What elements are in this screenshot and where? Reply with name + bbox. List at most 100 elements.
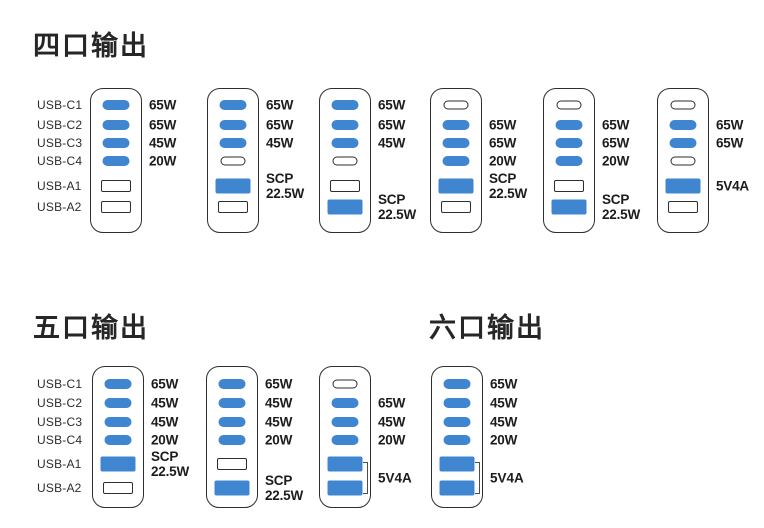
usb-a-port	[554, 180, 584, 192]
port-row-label: USB-C4	[37, 433, 83, 447]
port-wattage-label: 45W	[490, 395, 518, 411]
port-wattage-label: 65W	[378, 97, 406, 113]
port-wattage-label: 20W	[151, 432, 179, 448]
usb-a-port	[438, 178, 474, 194]
usb-c-port	[670, 100, 696, 110]
port-wattage-label: 65W	[489, 117, 517, 133]
usb-a-port	[101, 180, 131, 192]
port-wattage-label: 65W	[266, 117, 294, 133]
port-wattage-label: 45W	[265, 395, 293, 411]
section-title-five-port: 五口输出	[33, 313, 149, 343]
port-group-label: 5V4A	[378, 470, 412, 486]
section-title-four-port: 四口输出	[33, 31, 149, 61]
port-wattage-label: 65W	[151, 376, 179, 392]
usb-a-port	[439, 456, 475, 472]
usb-c-port	[220, 156, 246, 166]
port-wattage-label: SCP 22.5W	[266, 171, 305, 201]
port-wattage-label: 20W	[149, 153, 177, 169]
port-wattage-label: 45W	[151, 414, 179, 430]
port-wattage-label: 20W	[378, 432, 406, 448]
port-wattage-label: 45W	[265, 414, 293, 430]
port-wattage-label: SCP 22.5W	[378, 192, 417, 222]
port-group-bracket	[363, 462, 368, 494]
port-row-label: USB-A1	[37, 457, 82, 471]
usb-c-port	[443, 379, 471, 389]
usb-c-port	[442, 156, 470, 166]
port-wattage-label: 5V4A	[716, 178, 749, 194]
usb-c-port	[331, 417, 359, 427]
port-group-label: 5V4A	[490, 470, 524, 486]
usb-c-port	[555, 120, 583, 130]
usb-c-port	[104, 417, 132, 427]
usb-a-port	[215, 178, 251, 194]
port-wattage-label: 65W	[149, 117, 177, 133]
usb-c-port	[219, 138, 247, 148]
usb-a-port	[100, 456, 136, 472]
usb-a-port	[327, 480, 363, 496]
usb-a-port	[214, 480, 250, 496]
usb-c-port	[331, 120, 359, 130]
usb-a-port	[551, 199, 587, 215]
port-row-label: USB-C1	[37, 377, 83, 391]
usb-a-port	[441, 201, 471, 213]
usb-c-port	[218, 417, 246, 427]
port-wattage-label: 65W	[149, 97, 177, 113]
port-wattage-label: 65W	[602, 117, 630, 133]
port-wattage-label: 45W	[378, 135, 406, 151]
port-row-label: USB-C4	[37, 154, 83, 168]
port-wattage-label: 65W	[265, 376, 293, 392]
usb-c-port	[443, 417, 471, 427]
usb-c-port	[332, 156, 358, 166]
port-wattage-label: 20W	[265, 432, 293, 448]
usb-c-port	[331, 435, 359, 445]
port-wattage-label: 65W	[378, 117, 406, 133]
usb-c-port	[219, 120, 247, 130]
port-wattage-label: 65W	[378, 395, 406, 411]
port-row-label: USB-C1	[37, 98, 83, 112]
usb-c-port	[218, 435, 246, 445]
port-wattage-label: SCP 22.5W	[602, 192, 641, 222]
port-wattage-label: 45W	[378, 414, 406, 430]
usb-c-port	[102, 120, 130, 130]
port-row-label: USB-A1	[37, 179, 82, 193]
usb-c-port	[102, 100, 130, 110]
usb-c-port	[104, 398, 132, 408]
usb-a-port	[103, 482, 133, 494]
usb-c-port	[331, 138, 359, 148]
usb-a-port	[665, 178, 701, 194]
usb-c-port	[669, 120, 697, 130]
usb-c-port	[332, 379, 358, 389]
port-wattage-label: SCP 22.5W	[489, 171, 528, 201]
port-wattage-label: 65W	[266, 97, 294, 113]
port-wattage-label: 45W	[490, 414, 518, 430]
usb-c-port	[331, 398, 359, 408]
port-wattage-label: 65W	[602, 135, 630, 151]
usb-c-port	[669, 138, 697, 148]
usb-a-port	[439, 480, 475, 496]
port-wattage-label: 45W	[266, 135, 294, 151]
port-group-bracket	[475, 462, 480, 494]
usb-c-port	[104, 435, 132, 445]
port-row-label: USB-A2	[37, 200, 82, 214]
usb-c-port	[555, 156, 583, 166]
usb-a-port	[101, 201, 131, 213]
port-wattage-label: 65W	[490, 376, 518, 392]
section-title-six-port: 六口输出	[429, 313, 545, 343]
usb-c-port	[670, 156, 696, 166]
usb-c-port	[442, 120, 470, 130]
usb-c-port	[219, 100, 247, 110]
usb-c-port	[555, 138, 583, 148]
port-row-label: USB-A2	[37, 481, 82, 495]
usb-c-port	[104, 379, 132, 389]
usb-c-port	[218, 398, 246, 408]
usb-c-port	[102, 156, 130, 166]
port-row-label: USB-C3	[37, 415, 83, 429]
usb-c-port	[442, 138, 470, 148]
usb-a-port	[668, 201, 698, 213]
usb-a-port	[327, 456, 363, 472]
port-row-label: USB-C2	[37, 396, 83, 410]
port-wattage-label: 20W	[490, 432, 518, 448]
usb-a-port	[217, 458, 247, 470]
port-wattage-label: 65W	[716, 135, 744, 151]
